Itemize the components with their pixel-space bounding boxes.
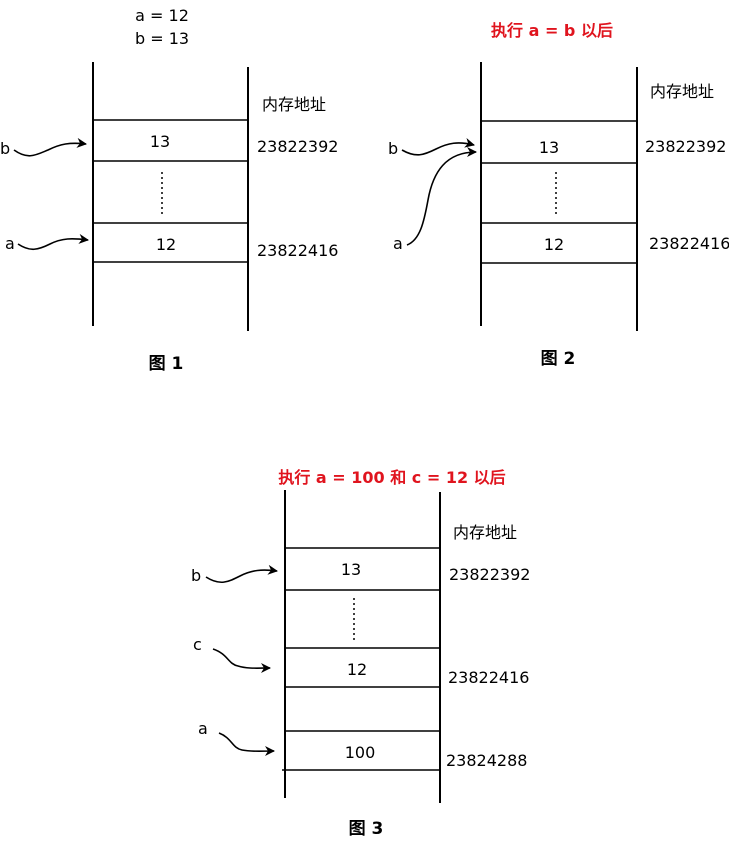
fig3-caption: 图 3	[349, 819, 384, 839]
fig2-pointer-b-arrow	[401, 137, 475, 156]
fig3-pointer-c-label: c	[193, 635, 202, 654]
fig1-pointer-a-label: a	[5, 234, 15, 253]
fig1-address-bottom: 23822416	[257, 241, 338, 260]
figure-3: 执行 a = 100 和 c = 12 以后 13 12 100 内存地址 23…	[191, 468, 530, 839]
fig3-address-mid: 23822416	[448, 668, 529, 687]
fig3-cell-value-top: 13	[341, 560, 361, 579]
fig2-address-bottom: 23822416	[649, 234, 729, 253]
fig3-cell-value-mid: 12	[347, 660, 367, 679]
fig3-address-top: 23822392	[449, 565, 530, 584]
fig1-cell-value-bottom: 12	[156, 235, 176, 254]
fig3-address-bottom: 23824288	[446, 751, 527, 770]
fig3-pointer-b-arrow	[205, 564, 278, 584]
fig2-cell-value-top: 13	[539, 138, 559, 157]
figure-1: a = 12 b = 13 13 12 内存地址 23822392 238224…	[0, 6, 338, 374]
fig2-pointer-a-arrow	[406, 147, 477, 246]
fig3-pointer-b-label: b	[191, 566, 201, 585]
fig2-cell-value-bottom: 12	[544, 235, 564, 254]
fig1-header-line1: a = 12	[135, 6, 189, 25]
fig3-title: 执行 a = 100 和 c = 12 以后	[278, 468, 505, 487]
fig3-pointer-a-label: a	[198, 719, 208, 738]
fig3-pointer-c-arrow	[212, 648, 271, 674]
fig1-pointer-b-arrow	[13, 137, 87, 157]
fig1-pointer-b-label: b	[0, 139, 10, 158]
fig2-caption: 图 2	[541, 349, 576, 369]
fig1-address-header: 内存地址	[262, 95, 326, 114]
fig1-caption: 图 1	[149, 354, 184, 374]
figure-2: 执行 a = b 以后 13 12 内存地址 23822392 23822416…	[388, 21, 729, 369]
fig3-cell-value-bottom: 100	[345, 743, 376, 762]
fig1-pointer-a-arrow	[17, 233, 89, 251]
fig3-pointer-a-arrow	[218, 732, 275, 757]
fig2-address-top: 23822392	[645, 137, 726, 156]
fig1-header-line2: b = 13	[135, 29, 189, 48]
fig2-address-header: 内存地址	[650, 82, 714, 101]
fig2-pointer-a-label: a	[393, 234, 403, 253]
fig3-address-header: 内存地址	[453, 523, 517, 542]
fig1-address-top: 23822392	[257, 137, 338, 156]
fig1-cell-value-top: 13	[150, 132, 170, 151]
fig2-pointer-b-label: b	[388, 139, 398, 158]
fig2-title: 执行 a = b 以后	[491, 21, 613, 40]
